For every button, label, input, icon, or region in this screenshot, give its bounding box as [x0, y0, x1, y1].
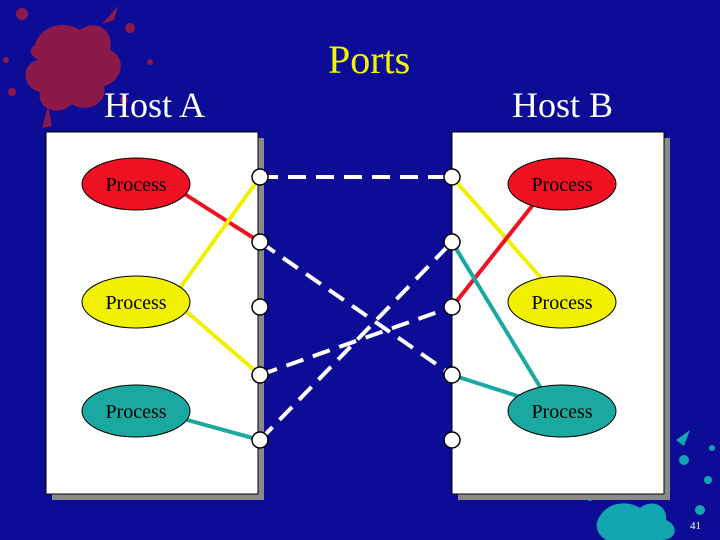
host-b-ports — [443, 168, 461, 449]
host-b-process-ellipse-1 — [507, 157, 617, 211]
port-connections — [258, 175, 454, 442]
host-b-label: Host B — [512, 85, 614, 125]
port-circle — [443, 366, 461, 384]
page-number: 41 — [690, 520, 701, 532]
host-a-process-label-3: Process — [105, 401, 166, 423]
host-a-process-ellipse-2 — [81, 275, 191, 329]
host-a-process-label-1: Process — [105, 174, 166, 196]
host-a-process-ellipse-1 — [81, 157, 191, 211]
host-b-teal-link-lower — [451, 373, 531, 402]
slide-title: Ports — [328, 37, 411, 82]
host-a-teal-link — [179, 416, 261, 442]
host-b-process-label-1: Process — [531, 174, 592, 196]
host-a-red-link — [181, 191, 262, 244]
teal-splatter-decoration — [587, 430, 715, 540]
dashed-connection-3 — [259, 305, 453, 377]
port-circle — [251, 298, 269, 316]
port-circle — [251, 233, 269, 251]
port-circle — [251, 168, 269, 186]
dashed-connection-2 — [258, 240, 454, 377]
port-circle — [251, 431, 269, 449]
port-circle — [443, 298, 461, 316]
host-b-yellow-link-upper — [450, 175, 552, 290]
port-circle — [251, 366, 269, 384]
host-b-process-label-3: Process — [531, 401, 592, 423]
host-b-process-ellipse-2 — [507, 275, 617, 329]
host-a-yellow-link-upper — [178, 175, 262, 290]
red-splatter-decoration — [3, 6, 153, 128]
host-a-label: Host A — [104, 85, 206, 125]
port-circle — [443, 233, 461, 251]
host-b-teal-link-upper — [450, 240, 550, 402]
host-b-red-link — [450, 194, 542, 309]
host-a-ports — [251, 168, 269, 449]
host-a-process-ellipse-3 — [81, 384, 191, 438]
host-b-process-ellipse-3 — [507, 384, 617, 438]
port-circle — [443, 431, 461, 449]
host-b-process-label-2: Process — [531, 292, 592, 314]
dashed-connection-4 — [258, 240, 454, 442]
host-a-yellow-link-lower — [178, 304, 262, 377]
host-a-process-label-2: Process — [105, 292, 166, 314]
port-circle — [443, 168, 461, 186]
